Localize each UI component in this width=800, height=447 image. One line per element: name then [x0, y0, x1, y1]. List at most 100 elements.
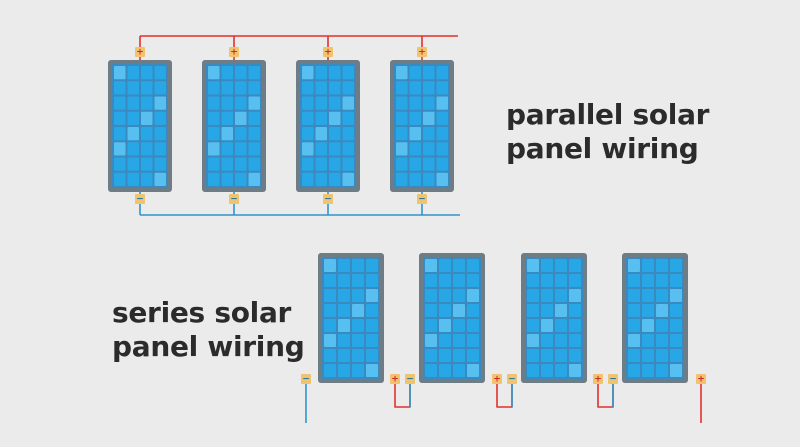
solar-cell	[409, 81, 421, 95]
solar-cell	[467, 364, 479, 377]
solar-cell	[208, 127, 220, 141]
solar-cell	[221, 96, 233, 110]
solar-cell	[670, 289, 682, 302]
solar-cell	[141, 127, 153, 141]
solar-cell	[208, 81, 220, 95]
solar-cell	[453, 259, 465, 272]
terminal-box	[135, 47, 145, 57]
solar-cell	[235, 157, 247, 171]
positive-sign: +	[418, 48, 426, 58]
solar-cell	[208, 172, 220, 186]
solar-cell	[642, 274, 654, 287]
solar-cell	[366, 364, 378, 377]
solar-cell	[555, 259, 567, 272]
negative-sign: −	[136, 195, 144, 205]
solar-cell	[409, 142, 421, 156]
solar-cell	[409, 172, 421, 186]
solar-cell	[436, 127, 448, 141]
solar-cell	[569, 289, 581, 302]
positive-terminal: +	[323, 47, 333, 58]
solar-cell	[467, 259, 479, 272]
solar-cell	[248, 81, 260, 95]
solar-cell	[315, 172, 327, 186]
positive-terminal: +	[696, 374, 706, 385]
solar-cell	[324, 274, 336, 287]
solar-cell	[248, 66, 260, 80]
terminal-box	[301, 374, 311, 384]
solar-cell	[366, 259, 378, 272]
solar-cell	[425, 349, 437, 362]
solar-cell	[141, 111, 153, 125]
solar-cell	[555, 349, 567, 362]
solar-cell	[541, 334, 553, 347]
solar-cell	[436, 172, 448, 186]
solar-cell	[315, 142, 327, 156]
solar-cell	[436, 142, 448, 156]
solar-cell	[329, 66, 341, 80]
solar-cell	[423, 142, 435, 156]
solar-cell	[127, 157, 139, 171]
solar-cell	[396, 81, 408, 95]
solar-cell	[436, 96, 448, 110]
solar-cell	[338, 304, 350, 317]
solar-cell	[315, 81, 327, 95]
solar-cell	[453, 289, 465, 302]
negative-terminal: −	[301, 374, 311, 385]
terminal-box	[323, 194, 333, 204]
terminal-box	[323, 47, 333, 57]
solar-cell	[329, 111, 341, 125]
series-link-positive-wire	[496, 384, 513, 408]
solar-cell	[114, 142, 126, 156]
solar-cell	[208, 96, 220, 110]
solar-cell	[366, 349, 378, 362]
series-link-positive-wire	[394, 384, 411, 408]
solar-cell	[642, 289, 654, 302]
solar-cell	[527, 289, 539, 302]
negative-sign: −	[406, 375, 414, 385]
solar-cell	[235, 111, 247, 125]
solar-cell	[541, 364, 553, 377]
solar-cell	[656, 274, 668, 287]
solar-cell	[127, 66, 139, 80]
solar-cell	[338, 364, 350, 377]
solar-cell	[425, 259, 437, 272]
series-wiring-diagram: −+−+−+−+	[301, 253, 706, 423]
positive-terminal: +	[593, 374, 603, 385]
negative-terminal: −	[608, 374, 618, 385]
solar-cell	[324, 304, 336, 317]
solar-cell	[541, 289, 553, 302]
series-wiring-title: series solar panel wiring	[112, 296, 305, 364]
solar-cell	[235, 66, 247, 80]
solar-cell	[352, 349, 364, 362]
solar-cell	[569, 334, 581, 347]
solar-cell	[439, 334, 451, 347]
positive-terminal: +	[390, 374, 400, 385]
solar-cell	[141, 66, 153, 80]
solar-cell	[127, 111, 139, 125]
solar-cell	[425, 304, 437, 317]
solar-cell	[541, 274, 553, 287]
negative-sign: −	[302, 375, 310, 385]
terminal-box	[417, 194, 427, 204]
terminal-box	[229, 47, 239, 57]
solar-cell	[628, 289, 640, 302]
solar-cell	[141, 81, 153, 95]
solar-cell	[439, 259, 451, 272]
solar-cell	[555, 319, 567, 332]
solar-cell	[352, 364, 364, 377]
solar-cell	[436, 66, 448, 80]
solar-cell	[141, 172, 153, 186]
solar-cell	[338, 319, 350, 332]
solar-cell	[396, 172, 408, 186]
solar-cell	[409, 66, 421, 80]
solar-cell	[569, 259, 581, 272]
solar-cell	[324, 349, 336, 362]
solar-cell	[315, 127, 327, 141]
solar-cell	[315, 66, 327, 80]
solar-cell	[329, 172, 341, 186]
parallel-title-line-2: panel wiring	[506, 132, 699, 165]
positive-sign: +	[391, 375, 399, 385]
solar-cell	[208, 142, 220, 156]
terminal-box	[507, 374, 517, 384]
solar-cell	[409, 96, 421, 110]
